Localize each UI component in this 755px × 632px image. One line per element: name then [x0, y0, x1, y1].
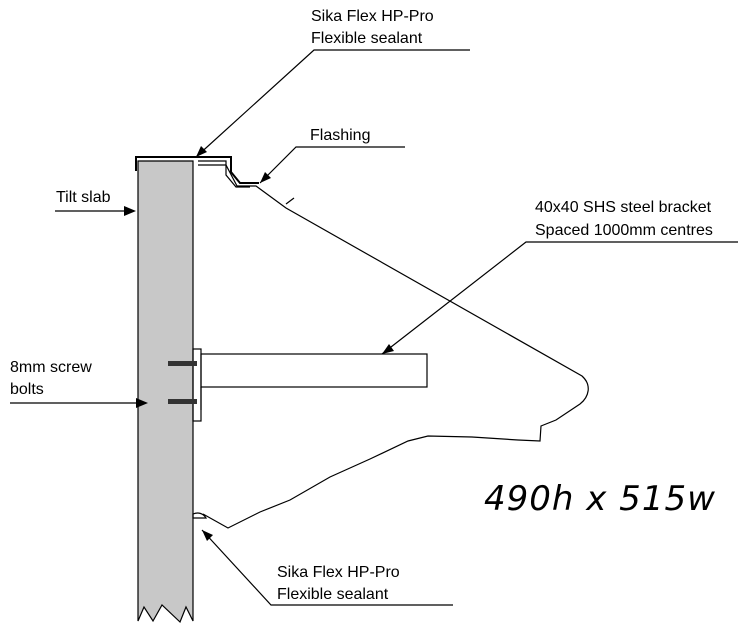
leader-flashing [259, 146, 405, 184]
tilt-slab [137, 160, 194, 624]
label-sealant-bottom-2: Flexible sealant [277, 586, 389, 603]
sealant-bead-bottom [192, 512, 208, 519]
label-bolts-2: bolts [10, 381, 44, 398]
leader-sealant-bottom [201, 529, 453, 606]
flashing-inner [198, 160, 250, 188]
label-flashing: Flashing [310, 127, 370, 144]
flashing-drip [285, 197, 295, 205]
arrow-bolts [136, 398, 148, 408]
arrow-tilt-slab [124, 206, 136, 216]
base-plate [192, 348, 202, 422]
label-tilt-slab: Tilt slab [56, 189, 111, 206]
arrow-bracket [382, 344, 394, 354]
label-bracket-1: 40x40 SHS steel bracket [535, 199, 712, 216]
label-sealant-bottom-1: Sika Flex HP-Pro [277, 564, 400, 581]
label-sealant-top-1: Sika Flex HP-Pro [311, 8, 434, 25]
label-bolts-1: 8mm screw [10, 359, 92, 376]
shs-bracket [200, 353, 428, 388]
screw-bolt-lower [168, 399, 197, 404]
label-bracket-2: Spaced 1000mm centres [535, 222, 713, 239]
leader-bracket [381, 241, 738, 355]
label-sealant-top-2: Flexible sealant [311, 30, 423, 47]
screw-bolt-upper [168, 361, 197, 366]
canopy-outline [198, 164, 589, 529]
arrow-flashing [260, 172, 271, 183]
arrow-sealant-bottom [202, 530, 213, 541]
label-dimensions: 490h x 515w [484, 479, 716, 519]
arrow-sealant-top [196, 146, 207, 157]
leader-sealant-top [195, 49, 470, 158]
flashing [135, 156, 259, 184]
